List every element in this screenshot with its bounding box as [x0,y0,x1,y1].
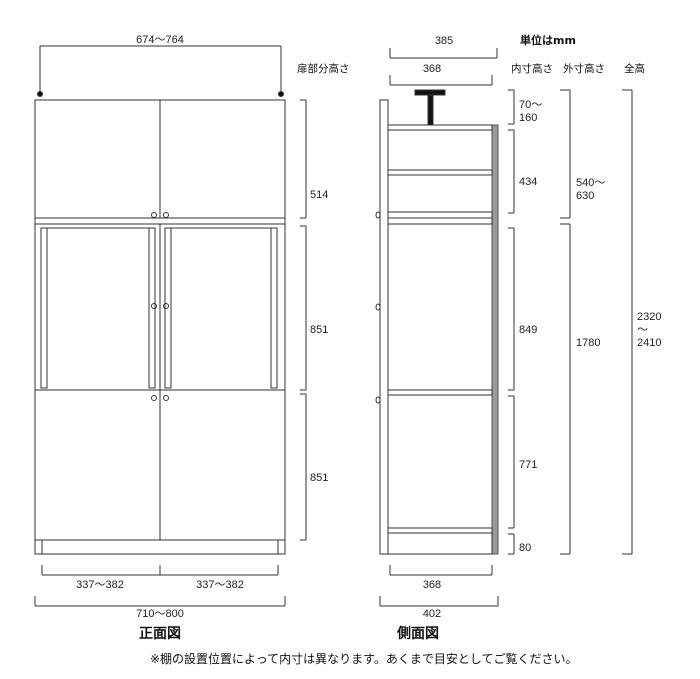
front-door-height-upper: 514 [310,189,328,201]
front-top-width: 674〜764 [136,34,184,46]
front-view [34,45,307,607]
side-view [375,48,633,607]
front-door-height-lower: 851 [310,472,328,484]
side-inner-height-rod: 70〜160 [519,99,542,124]
side-total-height: 2320〜2410 [637,311,661,349]
side-inner-height-plinth: 80 [519,542,531,554]
header-total-height: 全高 [624,62,645,75]
side-top-depth-outer: 385 [435,35,453,47]
front-bottom-right-width: 337〜382 [196,579,244,591]
side-inner-height-top-cabinet: 434 [519,176,537,188]
front-total-width: 710〜800 [136,608,184,620]
side-outer-height-body: 1780 [576,337,600,349]
side-bottom-depth-inner: 368 [423,579,441,591]
footnote: ※棚の設置位置によって内寸は異なります。あくまで目安としてご覧ください。 [150,652,578,666]
side-outer-height-top: 540〜630 [576,177,605,202]
header-inner-height: 内寸高さ [511,62,553,75]
side-top-depth-inner: 368 [423,63,441,75]
header-outer-height: 外寸高さ [563,62,605,75]
front-door-height-middle: 851 [310,324,328,336]
header-door-height: 扉部分高さ [297,62,350,75]
side-view-caption: 側面図 [396,625,439,642]
side-inner-height-middle: 849 [519,324,537,336]
side-inner-height-lower: 771 [519,459,537,471]
side-bottom-depth-outer: 402 [423,608,441,620]
unit-label: 単位はmm [520,33,576,47]
front-bottom-left-width: 337〜382 [76,579,124,591]
front-view-caption: 正面図 [139,626,181,642]
